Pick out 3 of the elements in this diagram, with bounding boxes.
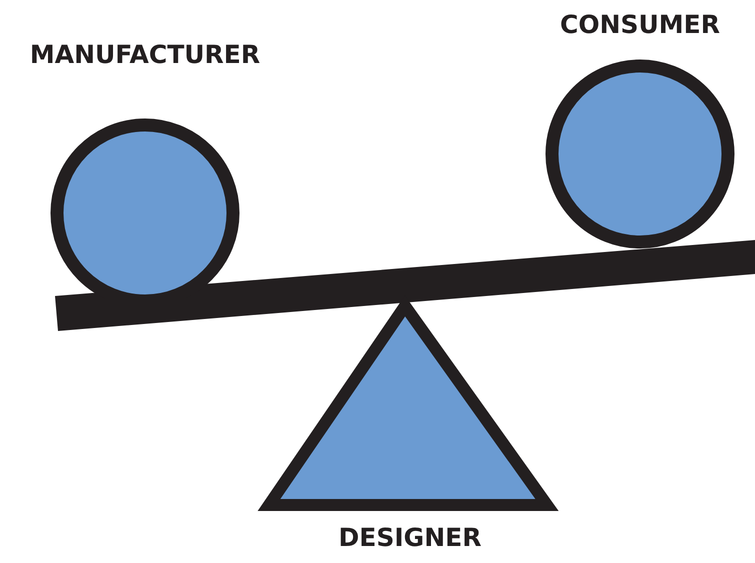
node-label: CONSUMER	[560, 10, 720, 39]
node-label: DESIGNER	[338, 523, 482, 552]
node-label: MANUFACTURER	[30, 40, 260, 69]
